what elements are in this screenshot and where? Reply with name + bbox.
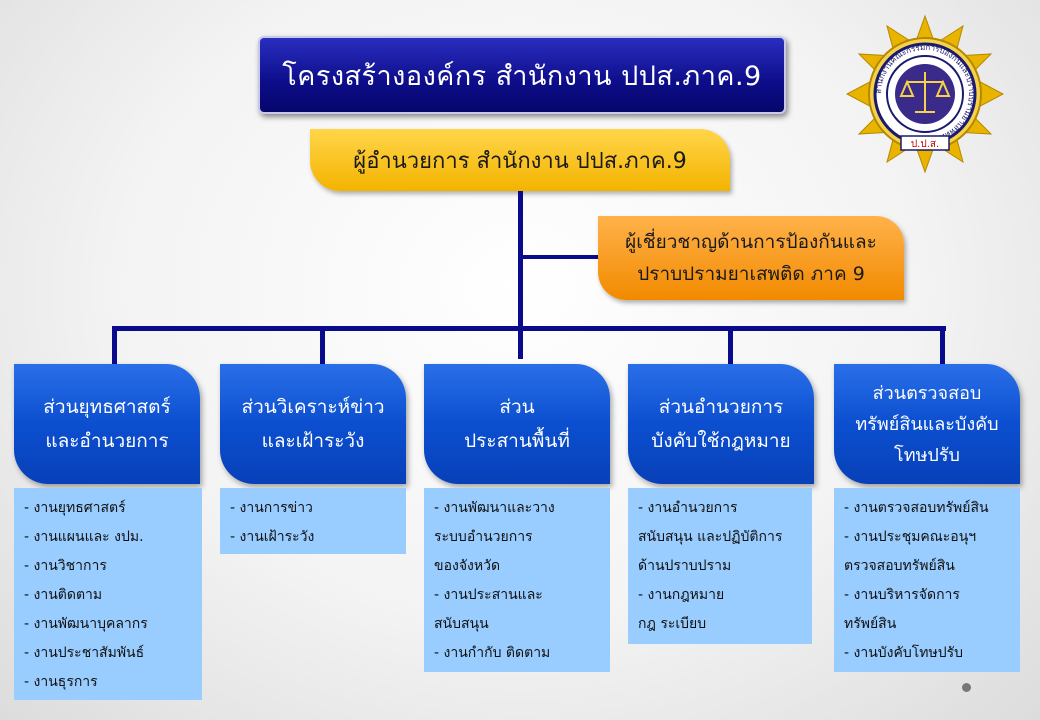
task-item: - งานกำกับ ติดตาม [434,645,551,661]
seal-bottom-text: ป.ป.ส. [911,139,939,150]
dept-label-line: และเฝ้าระวัง [261,430,365,452]
chart-title: โครงสร้างองค์กร สำนักงาน ปปส.ภาค.9 [258,36,786,114]
connector-horizontal-bus [112,326,946,331]
connector-main-vertical [518,191,523,359]
task-item: - งานแผนและ งปม. [24,529,144,545]
dept-strategy-tasks: - งานยุทธศาสตร์ - งานแผนและ งปม. - งานวิ… [14,488,202,700]
dept-area-coordination-tasks: - งานพัฒนาและวาง ระบบอำนวยการ ของจังหวัด… [424,488,610,672]
dept-law-enforcement-box: ส่วนอำนวยการ บังคับใช้กฎหมาย [628,364,814,484]
dept-strategy-box: ส่วนยุทธศาสตร์ และอำนวยการ [14,364,200,484]
connector-dept-2 [320,326,325,366]
task-item: - งานกฎหมาย [638,587,725,603]
task-item: - งานบริหารจัดการ [844,587,960,603]
task-item: ทรัพย์สิน [844,616,897,632]
task-item: - งานพัฒนาและวาง [434,500,555,516]
task-item: สนับสนุน [434,616,489,632]
dept-asset-inspection-box: ส่วนตรวจสอบ ทรัพย์สินและบังคับ โทษปรับ [834,364,1020,484]
task-item: - งานประชาสัมพันธ์ [24,645,145,661]
expert-box: ผู้เชี่ยวชาญด้านการป้องกันและ ปราบปรามยา… [598,216,904,300]
task-item: - งานยุทธศาสตร์ [24,500,126,516]
director-box: ผู้อำนวยการ สำนักงาน ปปส.ภาค.9 [310,129,730,191]
dept-area-coordination-box: ส่วน ประสานพื้นที่ [424,364,610,484]
task-item: - งานพัฒนาบุคลากร [24,616,148,632]
task-item: - งานเฝ้าระวัง [230,529,315,545]
task-item: ตรวจสอบทรัพย์สิน [844,558,955,574]
dept-label-line: ส่วน [499,396,535,418]
expert-label-line1: ผู้เชี่ยวชาญด้านการป้องกันและ [625,231,877,253]
task-item: ด้านปราบปราม [638,558,732,574]
task-item: - งานอำนวยการ [638,500,738,516]
task-item: กฎ ระเบียบ [638,616,707,632]
connector-dept-1 [112,326,117,366]
task-item: - งานธุรการ [24,674,98,690]
task-item: ระบบอำนวยการ [434,529,533,545]
chart-title-text: โครงสร้างองค์กร สำนักงาน ปปส.ภาค.9 [282,60,762,92]
task-item: สนับสนุน และปฏิบัติการ [638,529,783,545]
dept-label-line: ส่วนยุทธศาสตร์ [43,396,171,418]
dept-law-enforcement-tasks: - งานอำนวยการ สนับสนุน และปฏิบัติการ ด้า… [628,488,812,644]
director-label: ผู้อำนวยการ สำนักงาน ปปส.ภาค.9 [353,148,687,174]
dept-label-line: บังคับใช้กฎหมาย [651,430,791,452]
dept-intelligence-box: ส่วนวิเคราะห์ข่าว และเฝ้าระวัง [220,364,406,484]
task-item: - งานบังคับโทษปรับ [844,645,964,661]
dept-label-line: โทษปรับ [894,444,960,466]
task-item: - งานตรวจสอบทรัพย์สิน [844,500,989,516]
dept-intelligence-tasks: - งานการข่าว - งานเฝ้าระวัง [220,488,406,554]
expert-label-line2: ปราบปรามยาเสพติด ภาค 9 [637,263,865,285]
task-item: ของจังหวัด [434,558,501,574]
dept-label-line: ประสานพื้นที่ [464,430,570,452]
slide-dot-marker [962,683,971,692]
dept-asset-inspection-tasks: - งานตรวจสอบทรัพย์สิน - งานประชุมคณะอนุฯ… [834,488,1020,672]
task-item: - งานประสานและ [434,587,543,603]
agency-seal-logo: สำนักงานคณะกรรมการป้องกันและปราบปรามยาเส… [845,14,1005,174]
dept-label-line: ส่วนตรวจสอบ [872,382,982,404]
dept-label-line: และอำนวยการ [45,430,169,452]
dept-label-line: ส่วนอำนวยการ [658,396,784,418]
task-item: - งานการข่าว [230,500,313,516]
connector-dept-4 [728,326,733,366]
connector-expert-branch [520,255,600,259]
task-item: - งานประชุมคณะอนุฯ [844,529,977,545]
connector-dept-5 [940,326,945,366]
task-item: - งานวิชาการ [24,558,107,574]
dept-label-line: ทรัพย์สินและบังคับ [855,413,999,435]
task-item: - งานติดตาม [24,587,103,603]
dept-label-line: ส่วนวิเคราะห์ข่าว [241,396,385,418]
